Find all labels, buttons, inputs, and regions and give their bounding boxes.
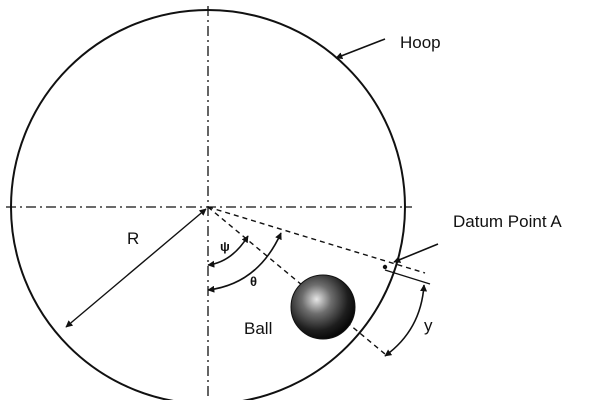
datum-radial-line	[207, 206, 426, 274]
hoop-leader-arrow	[335, 38, 386, 59]
y-dim-extension	[384, 269, 431, 285]
ball-label: Ball	[244, 319, 272, 338]
radius-label: R	[127, 229, 139, 248]
arc-length-label: y	[424, 316, 433, 335]
psi-label: ψ	[220, 239, 230, 254]
radius-arrow	[65, 208, 207, 328]
theta-angle-arc	[207, 232, 282, 293]
ball	[290, 274, 356, 340]
hoop-label: Hoop	[400, 33, 441, 52]
y-arc-length-arrow	[384, 284, 428, 357]
datum-point-marker	[382, 264, 388, 270]
datum-point-label: Datum Point A	[453, 212, 562, 231]
datum-leader-arrow	[393, 243, 439, 263]
theta-label: θ	[250, 274, 257, 289]
ball-radial-line	[207, 206, 386, 355]
